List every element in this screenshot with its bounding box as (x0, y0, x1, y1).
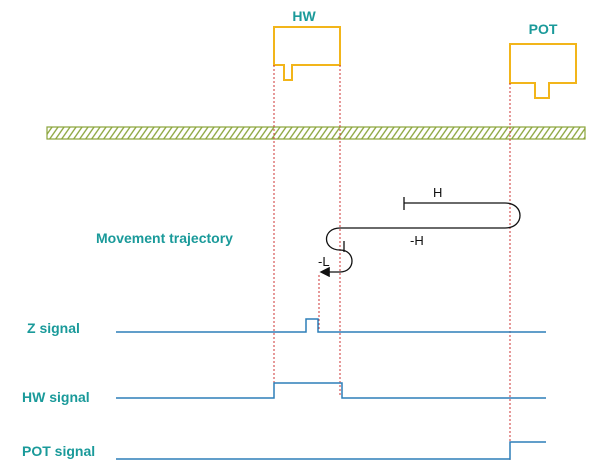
trajectory-title: Movement trajectory (96, 230, 233, 246)
trajectory-return (325, 227, 341, 251)
z-signal-waveform (116, 318, 546, 333)
trajectory-turnaround (340, 202, 521, 229)
trajectory-slow-label: -L (318, 254, 330, 269)
dashed-guides (273, 65, 511, 460)
pot-signal-waveform (116, 441, 546, 460)
hw-switch (273, 26, 341, 81)
trajectory-forward-label: H (433, 185, 442, 200)
pot-signal-label: POT signal (22, 443, 95, 459)
ground-rail (46, 126, 586, 140)
hw-signal-waveform (116, 382, 546, 399)
trajectory-return-label: -H (410, 233, 424, 248)
trajectory-slow (319, 249, 353, 278)
hw-signal-label: HW signal (22, 389, 90, 405)
pot-switch-label: POT (529, 21, 558, 37)
trajectory-path (319, 197, 521, 278)
z-signal-label: Z signal (27, 320, 80, 336)
hw-switch-label: HW (292, 8, 316, 24)
pot-switch (509, 43, 577, 99)
